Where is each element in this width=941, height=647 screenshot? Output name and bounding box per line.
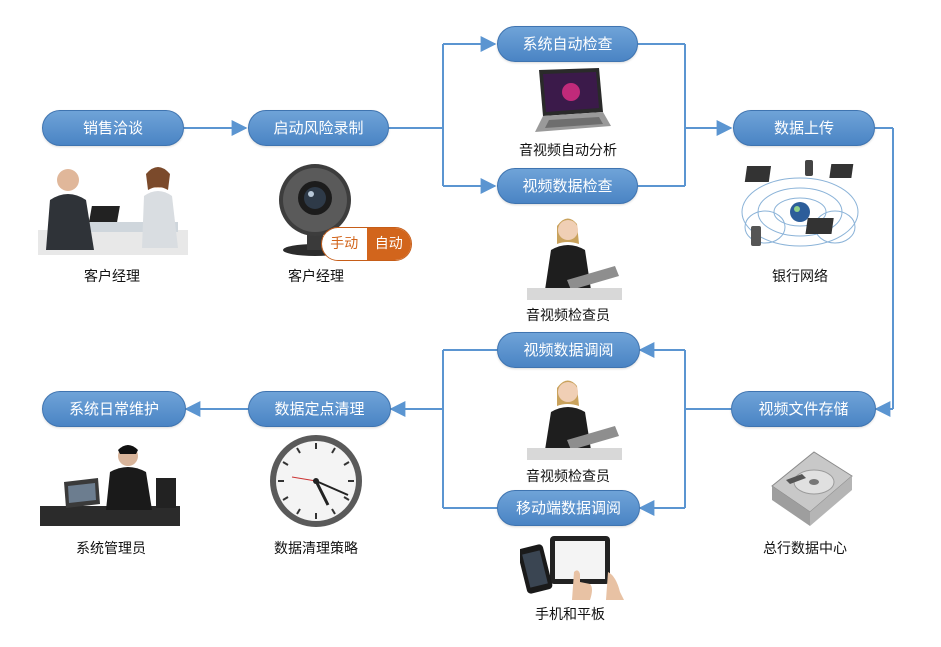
tablet-phone-icon	[520, 536, 624, 600]
node-auto-check: 系统自动检查	[497, 26, 638, 62]
manual-auto-toggle: 手动 自动	[321, 227, 412, 261]
network-icon	[741, 160, 859, 247]
clock-icon	[270, 435, 362, 527]
caption-inspector-2: 音视频检查员	[526, 469, 610, 485]
caption-sysadmin: 系统管理员	[76, 541, 146, 557]
toggle-auto-label: 自动	[366, 228, 411, 260]
caption-bank-network: 银行网络	[772, 269, 828, 285]
node-data-cleanup: 数据定点清理	[248, 391, 391, 427]
caption-data-center: 总行数据中心	[763, 541, 847, 557]
laptop-icon	[535, 68, 611, 132]
node-data-upload: 数据上传	[733, 110, 875, 146]
caption-manager-2: 客户经理	[288, 269, 344, 285]
inspector-icon	[527, 380, 622, 460]
caption-cleanup-policy: 数据清理策略	[274, 541, 358, 557]
caption-av-analysis: 音视频自动分析	[519, 143, 617, 159]
admin-icon	[40, 445, 180, 526]
caption-inspector-1: 音视频检查员	[526, 308, 610, 324]
hard-drive-icon	[771, 451, 853, 526]
caption-manager-1: 客户经理	[84, 269, 140, 285]
node-video-review: 视频数据调阅	[497, 332, 640, 368]
node-video-check: 视频数据检查	[497, 168, 638, 204]
caption-mobile-devices: 手机和平板	[535, 607, 605, 623]
toggle-manual-label: 手动	[322, 228, 367, 260]
meeting-icon	[38, 167, 188, 255]
node-mobile-review: 移动端数据调阅	[497, 490, 640, 526]
node-video-storage: 视频文件存储	[731, 391, 876, 427]
node-sales-talk: 销售洽谈	[42, 110, 184, 146]
webcam-icon	[279, 164, 351, 256]
inspector-icon	[527, 218, 622, 300]
node-daily-maintenance: 系统日常维护	[42, 391, 186, 427]
node-start-recording: 启动风险录制	[248, 110, 389, 146]
